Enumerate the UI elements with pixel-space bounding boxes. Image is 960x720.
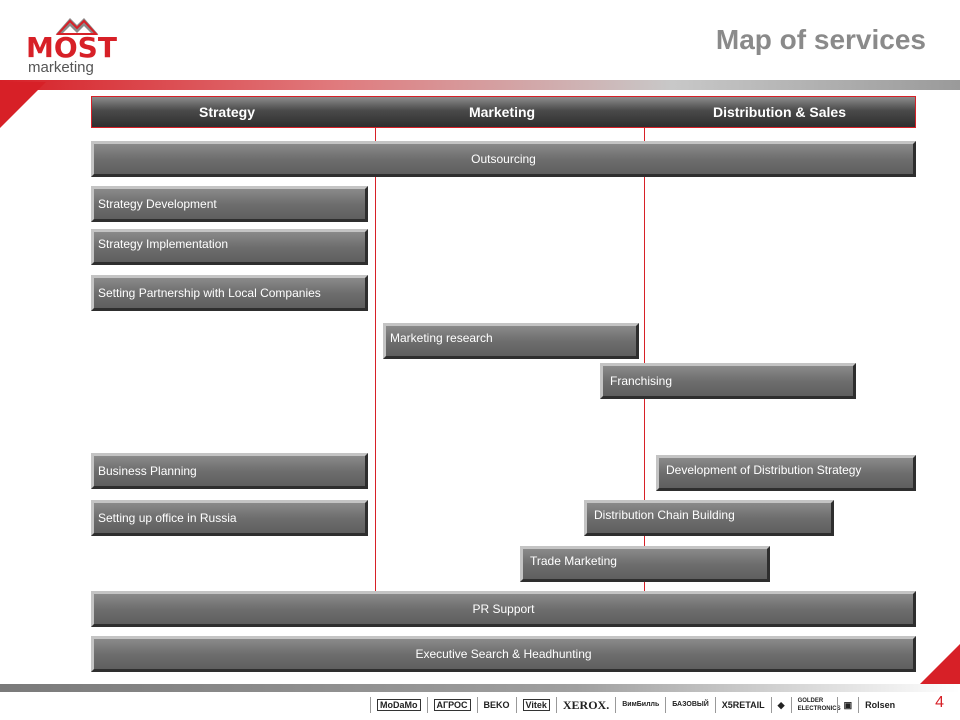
partner-logo-wimm-bill-dann: ВимБилль [615, 697, 665, 713]
column-divider-1 [375, 128, 376, 592]
service-distribution-chain-building: Distribution Chain Building [584, 500, 834, 536]
service-executive-search: Executive Search & Headhunting [91, 636, 916, 672]
column-label-strategy: Strategy [198, 104, 256, 120]
partner-logo-xerox: XEROX. [555, 697, 615, 713]
partner-logo-bazovy: БАЗОВЫЙ [665, 697, 715, 713]
service-franchising: Franchising [600, 363, 856, 399]
partner-logo-rolsen: Rolsen [858, 697, 901, 713]
partner-logos: MoDaMo АГРОС BEKO Vitek XEROX. ВимБилль … [370, 695, 901, 715]
partner-logo-beko: BEKO [476, 697, 516, 713]
page-title: Map of services [715, 24, 926, 55]
column-divider-2 [644, 128, 645, 592]
service-setting-up-office: Setting up office in Russia [91, 500, 368, 536]
header-band [0, 80, 960, 90]
service-strategy-development: Strategy Development [91, 186, 368, 222]
partner-logo-vitek: Vitek [515, 697, 556, 713]
column-label-distribution-sales: Distribution & Sales [712, 104, 847, 120]
service-business-planning: Business Planning [91, 453, 368, 489]
service-setting-partnership: Setting Partnership with Local Companies [91, 275, 368, 311]
column-header-bar: Strategy Marketing Distribution & Sales [91, 96, 916, 128]
house-roof-icon [55, 18, 99, 35]
footer-band [0, 684, 960, 692]
service-marketing-research: Marketing research [383, 323, 639, 359]
header-red-triangle [0, 82, 46, 128]
partner-logo-golder-electronics: GOLDER ELECTRONICS [790, 697, 841, 713]
most-marketing-logo: MOST marketing [24, 10, 134, 78]
page-number: 4 [935, 694, 944, 711]
partner-logo-diamond-icon: ◆ [770, 697, 791, 713]
footer-red-triangle [914, 644, 960, 690]
partner-logo-agros: АГРОС [426, 697, 477, 713]
logo-marketing-text: marketing [28, 59, 94, 76]
service-development-distribution-strategy: Development of Distribution Strategy [656, 455, 916, 491]
column-label-marketing: Marketing [468, 104, 536, 120]
partner-logo-modamo: MoDaMo [370, 697, 427, 713]
service-outsourcing: Outsourcing [91, 141, 916, 177]
service-trade-marketing: Trade Marketing [520, 546, 770, 582]
logo-most-text: MOST [26, 31, 117, 64]
partner-logo-square-icon: ▣ [836, 697, 859, 713]
service-strategy-implementation: Strategy Implementation [91, 229, 368, 265]
service-pr-support: PR Support [91, 591, 916, 627]
partner-logo-x5-retail: X5RETAIL [714, 697, 771, 713]
